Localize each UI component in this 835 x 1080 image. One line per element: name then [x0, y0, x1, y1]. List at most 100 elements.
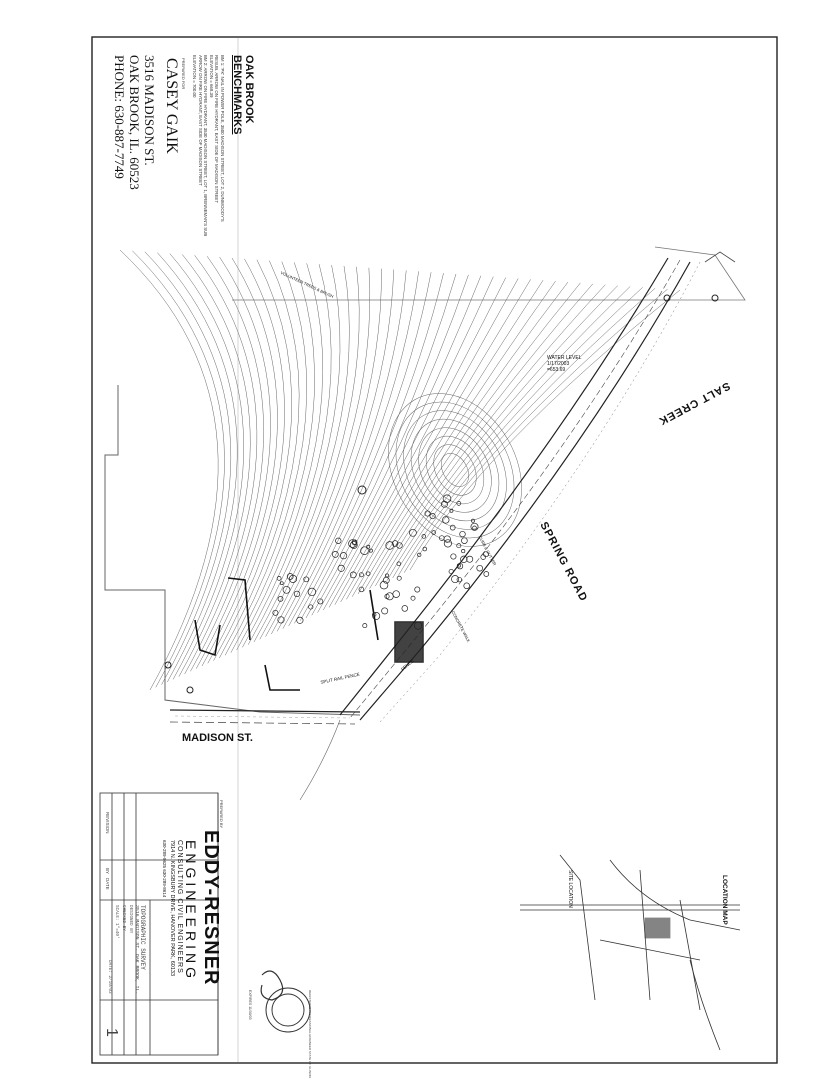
tree-symbol	[358, 586, 365, 593]
contour-ring	[388, 393, 522, 547]
benchmarks-title-line-2: BENCHMARKS	[231, 55, 243, 135]
tree-symbol	[451, 575, 460, 584]
contour-line	[213, 259, 292, 661]
benchmark-note: ARROW ON FIRE HYDRANT, EAST SIDE OF MADI…	[197, 55, 203, 186]
location-map-title: LOCATION MAP	[721, 875, 728, 925]
tree-symbol	[366, 544, 371, 549]
tree-symbol	[429, 513, 436, 520]
sheet-border	[91, 36, 778, 1064]
contour-line	[196, 256, 271, 669]
benchmark-note: BM 2: ARROW ON FIRE HYDRANT, 3530 MADISO…	[203, 55, 209, 237]
tree-symbol	[308, 604, 314, 610]
tree-symbol	[382, 576, 390, 584]
contour-line	[201, 257, 278, 667]
tree-symbol	[396, 575, 402, 581]
contour-line	[346, 280, 544, 600]
tree-symbol	[337, 564, 345, 572]
tree-symbol	[396, 542, 403, 549]
contour-line	[157, 252, 238, 683]
contour-line	[242, 264, 332, 648]
water-level-text: WATER LEVEL	[547, 355, 582, 361]
tree-symbol	[384, 593, 390, 599]
tree-symbol	[396, 561, 402, 567]
contour-line	[276, 269, 395, 632]
contour-line	[386, 286, 631, 581]
contour-line	[224, 261, 307, 656]
drawing-title: TOPOGRAPHIC SURVEY	[139, 905, 146, 970]
tree-symbol	[459, 530, 466, 538]
madison-street	[169, 709, 361, 801]
tree-symbol	[340, 552, 348, 560]
contour-line	[178, 254, 251, 677]
contour-line	[230, 262, 315, 653]
tree-symbol	[277, 616, 285, 624]
tree-symbol	[480, 554, 486, 560]
revision-label: REVISION	[105, 812, 110, 834]
buildings	[194, 577, 424, 691]
tree-symbol	[335, 537, 342, 544]
tree-symbol	[392, 590, 400, 598]
water-level-label: WATER LEVEL 1/17/2003 =653.69	[547, 355, 581, 373]
tree-symbol	[349, 571, 357, 579]
tree-symbol	[460, 555, 468, 563]
contour-line	[282, 270, 407, 629]
tree-symbol	[463, 582, 470, 590]
contour-ring	[395, 401, 515, 539]
contour-ring	[410, 418, 500, 522]
contour-line	[398, 288, 656, 576]
contour-line	[144, 251, 232, 685]
contour-line	[404, 288, 668, 573]
tree-symbol	[417, 552, 422, 558]
contour-line	[207, 258, 285, 664]
firm-name: EDDY-RESNER	[200, 830, 222, 986]
tree-symbol	[385, 541, 394, 550]
contour-line	[392, 287, 643, 579]
contour-ring	[418, 427, 492, 513]
tree-symbol	[379, 580, 389, 590]
tree-symbol	[303, 576, 310, 583]
tree-symbol	[476, 564, 483, 572]
contour-line	[328, 277, 507, 608]
tree-symbol	[279, 581, 284, 586]
contour-line	[363, 282, 581, 592]
tree-symbol	[272, 609, 279, 616]
tree-symbol	[296, 616, 304, 624]
client-phone: PHONE: 630-887-7749	[112, 55, 127, 179]
tree-symbol	[450, 553, 457, 560]
tree-symbol	[381, 607, 389, 615]
contour-lines	[119, 249, 681, 691]
tree-symbol	[351, 539, 358, 546]
tree-symbol	[277, 596, 284, 602]
client-name: CASEY GAIK	[163, 58, 180, 154]
tree-symbol	[449, 524, 456, 531]
tree-symbol	[442, 516, 450, 524]
contour-line	[305, 273, 457, 619]
tree-symbol	[286, 573, 294, 580]
client-address: 3516 MADISON ST. OAK BROOK, IL. 60523 PH…	[112, 55, 157, 190]
contour-line	[169, 253, 244, 680]
tree-symbol	[401, 605, 409, 612]
contour-line	[259, 266, 360, 640]
location-map	[520, 854, 741, 1051]
tree-symbol	[331, 551, 339, 558]
scale-text: SCALE: 1"=40'	[114, 905, 119, 939]
firm-address: 7914 N. KINGSBURY DRIVE, HANOVER PARK, 6…	[169, 840, 175, 977]
contour-line	[380, 285, 618, 584]
tree-symbol	[466, 555, 474, 563]
firm-description: CONSULTING CIVIL ENGINEERS	[176, 840, 183, 974]
contour-line	[119, 249, 219, 691]
contour-line	[334, 278, 519, 605]
tree-symbol	[470, 522, 479, 531]
tree-symbol	[368, 548, 373, 553]
tree-symbol	[372, 612, 381, 620]
tree-symbol	[391, 540, 399, 547]
tree-symbol	[483, 571, 490, 577]
tree-symbol	[483, 551, 489, 558]
engineer-seal	[260, 970, 311, 1033]
property-boundary-north	[232, 246, 746, 301]
tree-symbol	[461, 549, 466, 554]
tree-symbol	[409, 528, 417, 537]
tree-symbol	[276, 576, 282, 581]
tree-symbol	[360, 546, 369, 555]
